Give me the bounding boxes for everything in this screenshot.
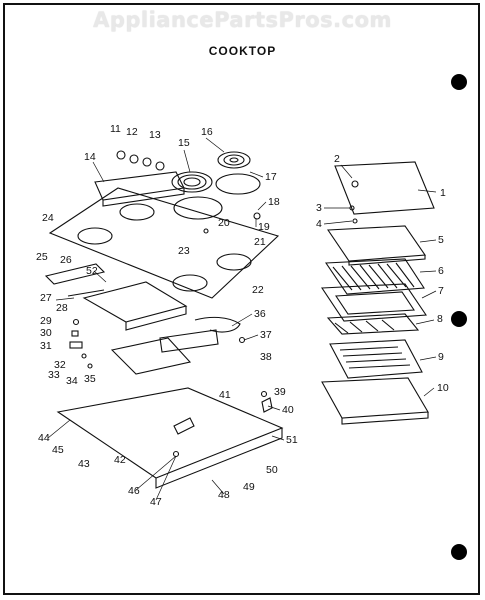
label-19: 19: [258, 221, 270, 233]
label-10: 10: [437, 382, 449, 394]
label-5: 5: [438, 234, 444, 246]
label-32: 32: [54, 359, 66, 371]
infinite-switch-part: [159, 329, 219, 353]
label-22: 22: [252, 284, 264, 296]
label-35: 35: [84, 373, 96, 385]
diagram-title: COOKTOP: [208, 44, 277, 58]
label-17: 17: [265, 171, 277, 183]
label-51: 51: [286, 434, 298, 446]
label-33: 33: [48, 369, 60, 381]
label-37: 37: [260, 329, 272, 341]
drip-pan-part: [321, 283, 427, 322]
label-8: 8: [437, 313, 443, 325]
drip-bowl-part: [173, 173, 261, 220]
page-border: [3, 3, 480, 595]
label-41: 41: [219, 389, 231, 401]
label-28: 28: [56, 302, 68, 314]
label-21: 21: [254, 236, 266, 248]
griddle-plate-part: [326, 225, 426, 266]
label-11: 11: [110, 123, 121, 135]
wire-harness-part: [194, 316, 241, 333]
screw-part: [351, 180, 359, 188]
grill-pan-part: [321, 377, 429, 425]
label-44: 44: [38, 432, 50, 444]
label-7: 7: [438, 285, 444, 297]
label-12: 12: [126, 126, 138, 138]
label-38: 38: [260, 351, 272, 363]
control-panel-part: [94, 171, 185, 207]
label-48: 48: [218, 489, 230, 501]
label-40: 40: [282, 404, 294, 416]
label-24: 24: [42, 212, 54, 224]
label-18: 18: [268, 196, 280, 208]
label-46: 46: [128, 485, 140, 497]
label-26: 26: [60, 254, 72, 266]
label-15: 15: [178, 137, 190, 149]
mounting-bracket-part: [44, 263, 106, 297]
label-45: 45: [52, 444, 64, 456]
cooktop-top-panel: [48, 187, 280, 299]
watermark: AppliancePartsPros.com: [93, 8, 392, 32]
label-16: 16: [201, 126, 213, 138]
small-hardware: [69, 212, 268, 458]
label-31: 31: [40, 340, 52, 352]
label-43: 43: [78, 458, 90, 470]
label-34: 34: [66, 375, 78, 387]
label-36: 36: [254, 308, 266, 320]
binder-hole-top: [451, 74, 467, 90]
part-number-labels: 1 2 3 4 5 6 7 8 9 10 11 12 13 14 15 16 1…: [36, 123, 449, 508]
bottom-pan-part: [56, 387, 284, 489]
label-14: 14: [84, 151, 96, 163]
label-13: 13: [149, 129, 161, 141]
label-2: 2: [334, 153, 340, 165]
surface-element-large: [171, 171, 213, 193]
label-27: 27: [40, 292, 52, 304]
grill-grate-part: [324, 258, 425, 295]
label-6: 6: [438, 265, 444, 277]
cord-bracket-part: [173, 397, 273, 435]
surface-element-small: [217, 151, 251, 169]
label-3: 3: [316, 202, 322, 214]
binder-hole-middle: [451, 311, 467, 327]
leader-lines: [47, 137, 437, 501]
nut-part: [352, 218, 358, 224]
label-52: 52: [86, 265, 98, 277]
grill-element-part: [329, 339, 423, 379]
switch-bracket-part: [110, 337, 192, 375]
label-9: 9: [438, 351, 444, 363]
label-39: 39: [274, 386, 286, 398]
label-47: 47: [150, 496, 162, 508]
lid-part: [334, 161, 435, 215]
element-bracket-part: [326, 313, 420, 335]
label-42: 42: [114, 454, 126, 466]
label-25: 25: [36, 251, 48, 263]
label-20: 20: [218, 217, 230, 229]
binder-hole-bottom: [451, 544, 467, 560]
label-30: 30: [40, 327, 52, 339]
label-50: 50: [266, 464, 278, 476]
label-29: 29: [40, 315, 52, 327]
control-knobs: [116, 150, 165, 171]
label-23: 23: [178, 245, 190, 257]
label-4: 4: [316, 218, 322, 230]
label-1: 1: [440, 187, 446, 199]
label-49: 49: [243, 481, 255, 493]
terminal-block-part: [82, 281, 188, 331]
